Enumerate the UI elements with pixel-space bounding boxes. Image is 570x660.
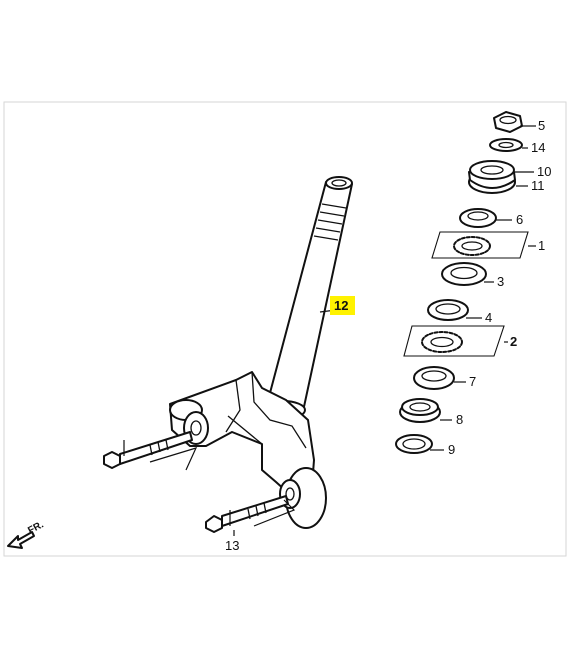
callout-9: 9	[448, 442, 455, 457]
callout-numbers: 5 14 10 11 6 1 3 4 2 7 8 9 12 13	[225, 118, 551, 553]
upper-ball-bearing[interactable]	[431, 231, 529, 259]
top-cone-race-nut[interactable]	[468, 160, 516, 194]
callout-3: 3	[497, 274, 504, 289]
callout-14: 14	[531, 140, 545, 155]
lower-ball-bearing[interactable]	[403, 325, 505, 357]
callout-6: 6	[516, 212, 523, 227]
callout-10: 10	[537, 164, 551, 179]
callout-4: 4	[485, 310, 492, 325]
top-race[interactable]	[459, 208, 497, 228]
callout-12: 12	[334, 298, 348, 313]
front-direction-label: FR.	[26, 519, 46, 536]
dust-washer[interactable]	[395, 434, 433, 454]
front-direction-arrow: FR.	[7, 519, 46, 549]
callout-13: 13	[225, 538, 239, 553]
diagram-frame	[3, 101, 567, 557]
clamp-bolt-upper[interactable]	[103, 431, 198, 471]
clamp-bolt-lower[interactable]	[205, 495, 296, 533]
top-nut[interactable]	[493, 111, 523, 133]
dust-seal[interactable]	[399, 398, 441, 423]
lock-washer[interactable]	[489, 138, 523, 152]
callout-2: 2	[510, 334, 517, 349]
callout-5: 5	[538, 118, 545, 133]
lower-outer-race[interactable]	[427, 299, 469, 321]
callout-7: 7	[469, 374, 476, 389]
upper-cone-race[interactable]	[441, 262, 487, 286]
lower-cone-race[interactable]	[413, 366, 455, 390]
callout-12-highlight	[330, 296, 355, 315]
callout-1: 1	[538, 238, 545, 253]
callout-8: 8	[456, 412, 463, 427]
steering-stem[interactable]	[169, 176, 353, 529]
callout-11: 11	[531, 178, 545, 193]
